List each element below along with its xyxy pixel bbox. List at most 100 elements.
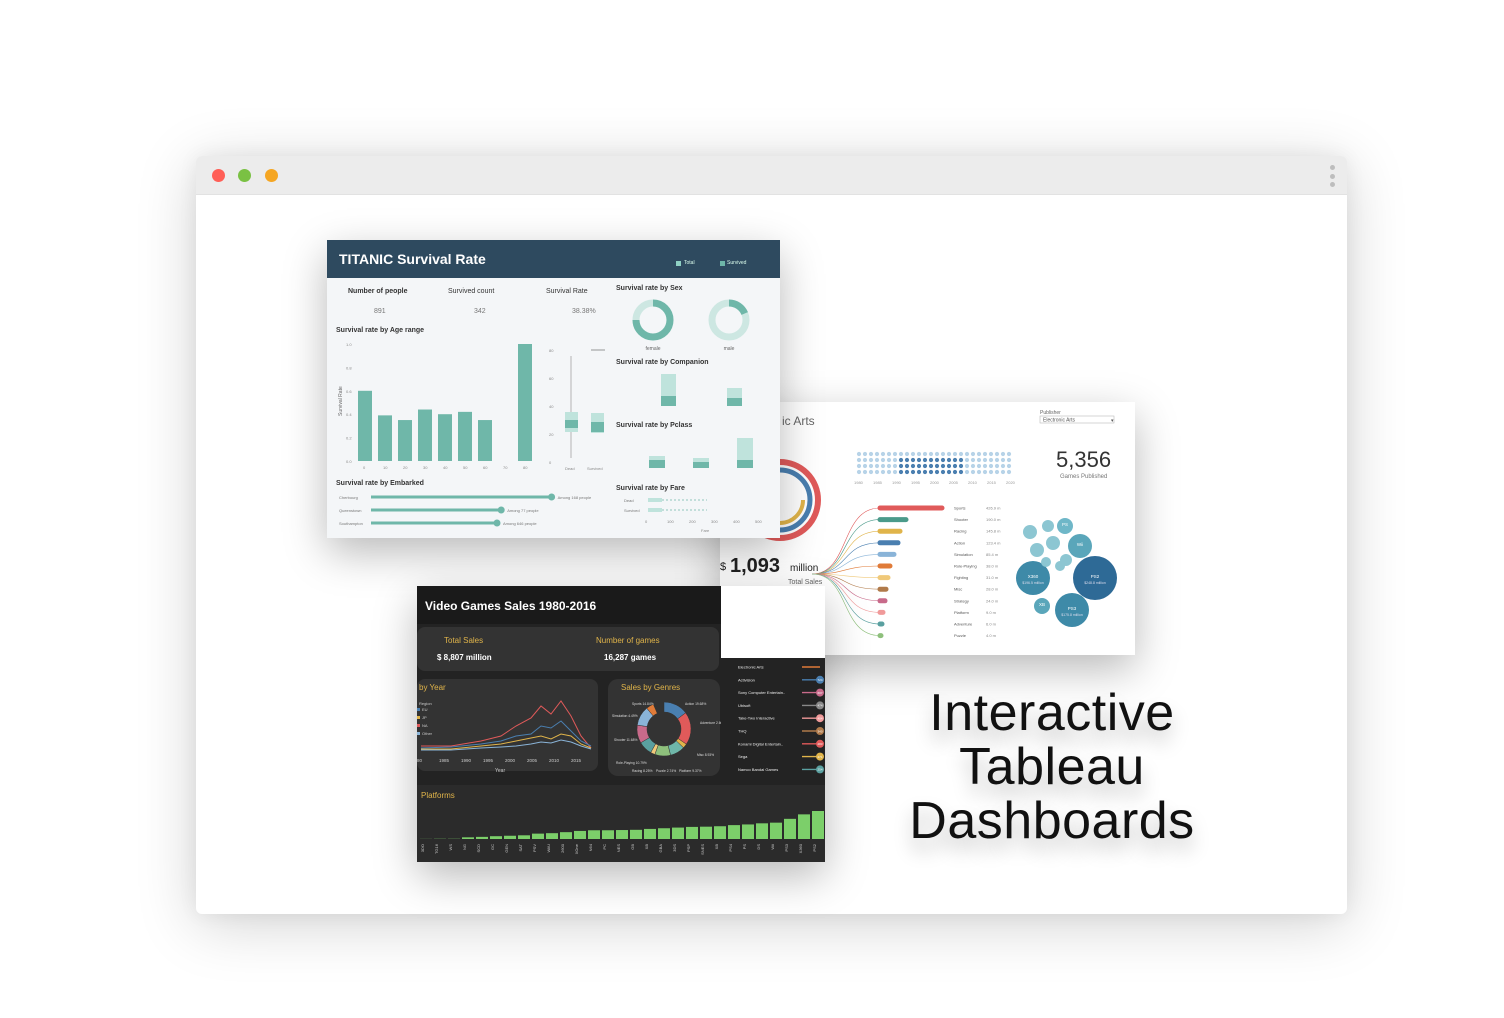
region-swatch <box>417 716 420 719</box>
platform-label: NG <box>462 844 467 850</box>
total-sales-label: Total Sales <box>444 636 483 645</box>
genre-slice-label: Role-Playing 10.79% <box>616 761 647 765</box>
publisher-name: Electronic Arts <box>738 665 764 670</box>
total-sales-label: Total Sales <box>788 579 823 586</box>
game-dot <box>946 451 952 457</box>
minimize-window-button[interactable] <box>238 169 251 182</box>
platform-bubble-small <box>1030 543 1044 557</box>
publisher-name: Activision <box>738 677 755 682</box>
platform-bar <box>686 826 698 839</box>
total-sales-value: 1,093 <box>730 555 780 577</box>
total-sales-value: $ 8,807 million <box>437 653 492 662</box>
sales-ring-inner <box>755 475 805 525</box>
platform-bubble-label: Wii <box>1077 542 1083 547</box>
platform-bar <box>476 836 488 839</box>
game-dot <box>856 457 862 463</box>
platform-label: NES <box>616 844 621 853</box>
game-dot <box>982 463 988 469</box>
region-legend-title: Region <box>419 701 432 706</box>
headline-line-3: Dashboards <box>909 792 1195 850</box>
platform-label: 2600 <box>560 843 565 853</box>
fare-x-tick: 300 <box>711 519 718 524</box>
genre-flow-line <box>811 530 881 575</box>
game-dot <box>856 451 862 457</box>
genre-value: 85.4 m <box>986 552 999 557</box>
platform-label: TG16 <box>434 843 439 854</box>
game-dot <box>994 457 1000 463</box>
game-dot <box>994 451 1000 457</box>
platform-bubble <box>1034 598 1050 614</box>
sales-currency: $ <box>720 561 726 573</box>
publisher-dropdown[interactable] <box>1039 415 1115 424</box>
game-dot <box>952 463 958 469</box>
platform-bar <box>616 830 628 839</box>
platform-label: XOne <box>574 843 579 854</box>
region-swatch <box>417 732 420 735</box>
embarked-label: Cherbourg <box>339 495 358 500</box>
platform-bar <box>798 814 810 839</box>
platform-bar <box>672 827 684 839</box>
age-y-tick: 0.8 <box>346 365 352 370</box>
sex-chart-title: Survival rate by Sex <box>616 285 683 292</box>
more-options-icon[interactable] <box>1329 165 1335 187</box>
vgs-dashboard-card[interactable]: Video Games Sales 1980-2016 Total Sales … <box>417 586 825 862</box>
genre-value: 190.0 m <box>986 517 1001 522</box>
titanic-dashboard-card[interactable]: TITANIC Survival Rate Total Survived Num… <box>327 240 780 538</box>
age-x-tick: 20 <box>403 465 408 470</box>
game-dot <box>976 457 982 463</box>
year-tick: 1990 <box>461 758 472 763</box>
embarked-note: Among 646 people <box>503 521 537 526</box>
publisher-value: 404 <box>817 717 822 721</box>
kpi-label: Number of people <box>348 288 408 295</box>
game-dot <box>880 463 886 469</box>
game-dot <box>946 457 952 463</box>
game-dot <box>940 469 946 475</box>
genre-slice-label: Misc 8.93% <box>697 753 714 757</box>
genre-donut-labels: Sports 14.84%Action 19.68%Adventure 2.66… <box>612 702 725 773</box>
year-tick: 80 <box>417 758 423 763</box>
game-dot <box>910 463 916 469</box>
game-dot <box>940 463 946 469</box>
publisher-marker <box>816 675 824 684</box>
publisher-marker <box>816 727 824 735</box>
publisher-name: Sony Computer Entertain.. <box>738 690 785 695</box>
game-dot <box>868 463 874 469</box>
game-dot <box>862 457 868 463</box>
publisher-value: 283 <box>817 742 822 746</box>
platform-bubble <box>1057 518 1073 534</box>
platform-bar <box>784 818 796 839</box>
game-dot <box>910 469 916 475</box>
kpi-value: 38.38% <box>572 308 596 315</box>
genre-value: 24.0 m <box>986 598 999 603</box>
age-y-tick: 0.4 <box>346 412 352 417</box>
genre-flow-line <box>811 573 881 590</box>
genre-label: Puzzle <box>954 633 967 638</box>
platform-label: PC <box>602 844 607 850</box>
close-window-button[interactable] <box>212 169 225 182</box>
game-dot <box>904 463 910 469</box>
game-dot <box>928 469 934 475</box>
maximize-window-button[interactable] <box>265 169 278 182</box>
pclass-bar-survived-1 <box>649 460 665 468</box>
legend-survived: Survived <box>727 260 747 266</box>
publisher-marker <box>816 739 824 748</box>
publisher-name: Konami Digital Entertain.. <box>738 741 783 746</box>
platform-bubble-label: XB <box>1039 602 1045 607</box>
game-dot <box>916 451 922 457</box>
genre-value: 9.0 m <box>986 610 997 615</box>
age-y-label: Survival Rate <box>338 386 344 416</box>
platform-bar <box>742 824 754 839</box>
game-dot <box>988 463 994 469</box>
publisher-marker <box>816 714 824 723</box>
platform-label: PSV <box>532 844 537 852</box>
platform-bubble-label: X360 <box>1028 574 1039 579</box>
genre-label: Shooter <box>954 517 969 522</box>
game-dot <box>856 463 862 469</box>
game-dot <box>988 469 994 475</box>
number-of-games-value: 16,287 games <box>604 653 657 662</box>
fare-x-tick: 100 <box>667 519 674 524</box>
genre-value: 4.0 m <box>986 633 997 638</box>
